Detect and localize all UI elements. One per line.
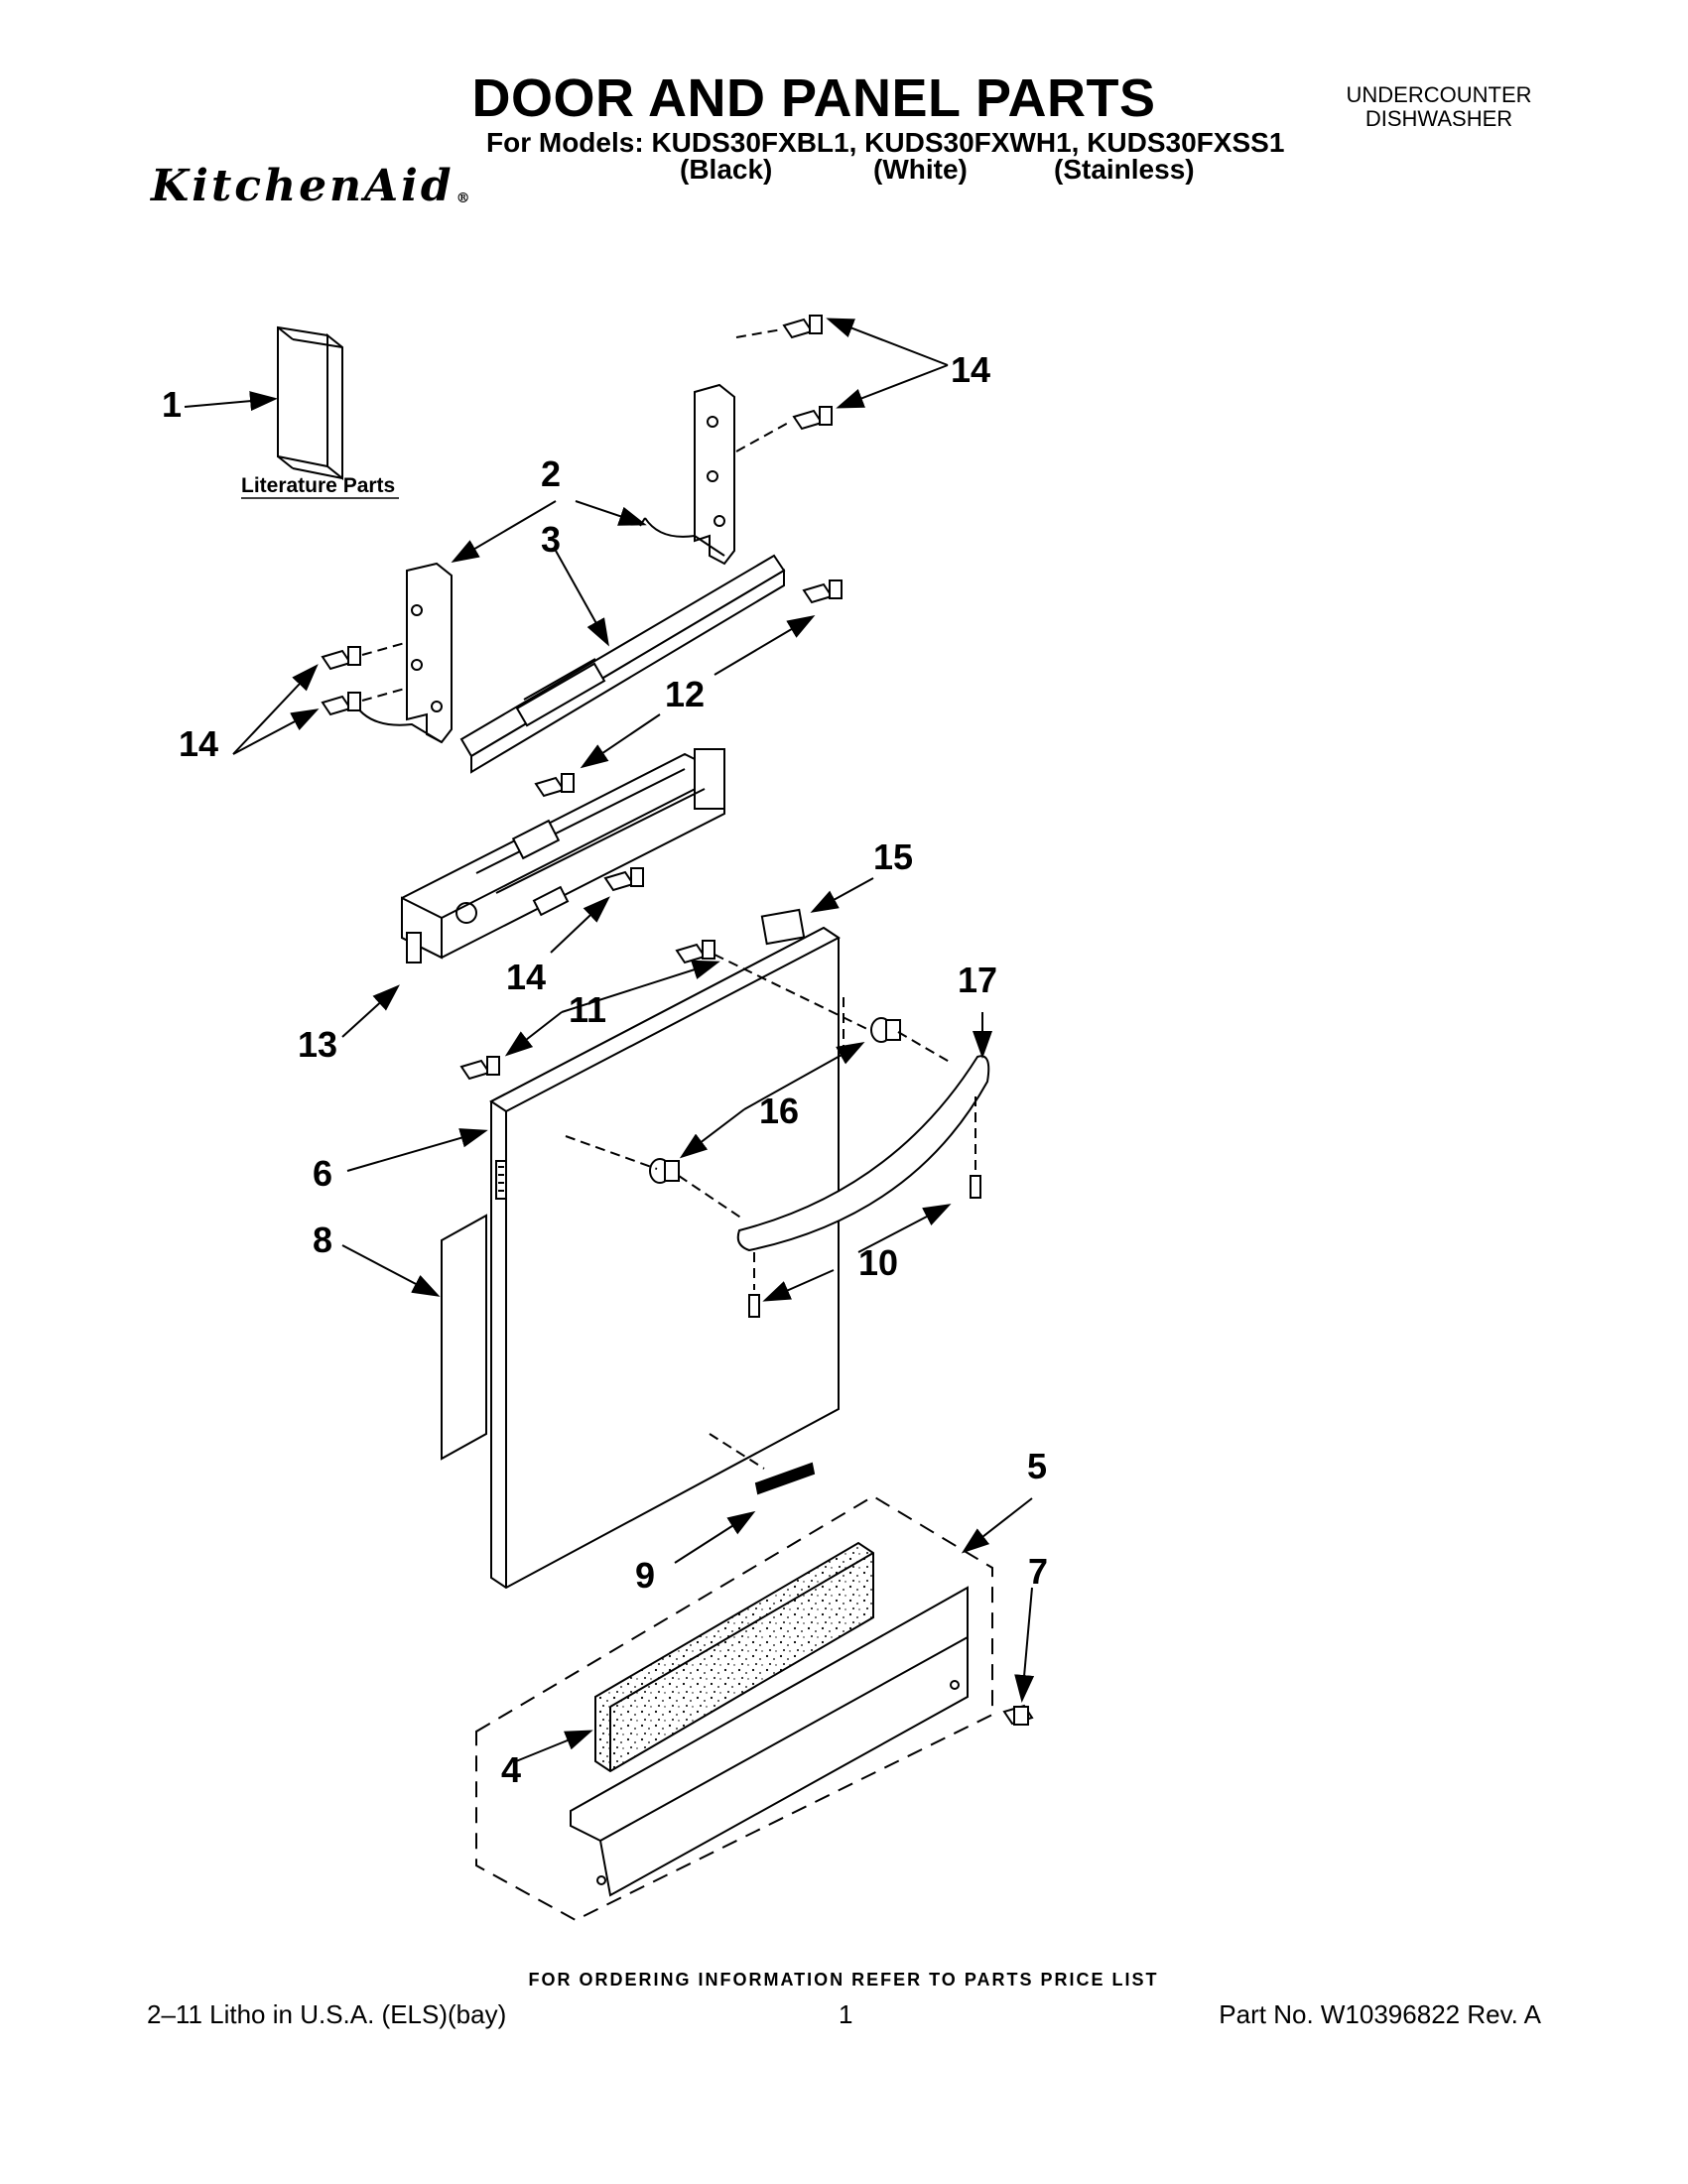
callout-6: 6 [313, 1153, 332, 1194]
variant-stainless: (Stainless) [1054, 154, 1195, 185]
callout-4: 4 [501, 1749, 521, 1790]
screw-11-top [675, 940, 715, 964]
toe-kick-panel [570, 1586, 969, 1897]
ordering-note: FOR ORDERING INFORMATION REFER TO PARTS … [528, 1970, 1159, 1990]
screw-left-2 [321, 692, 361, 716]
callout-12: 12 [665, 674, 705, 714]
toe-kick-screw [1002, 1704, 1034, 1726]
brand-name: KitchenAid [151, 161, 454, 211]
models-line: For Models: KUDS30FXBL1, KUDS30FXWH1, KU… [486, 127, 1285, 158]
handle-standoff-top [870, 1017, 901, 1043]
callout-5: 5 [1027, 1446, 1047, 1486]
screw-top-2 [792, 406, 833, 431]
leader-1 [184, 391, 278, 412]
callout-7: 7 [1028, 1551, 1048, 1592]
screw-11-left [459, 1056, 500, 1081]
screw-left-1 [321, 646, 361, 671]
literature-parts-label: Literature Parts [241, 474, 395, 497]
callout-14-top: 14 [951, 349, 990, 390]
part-number: Part No. W10396822 Rev. A [1219, 1999, 1541, 2029]
door-vent-slots [495, 1160, 507, 1200]
callout-8: 8 [313, 1220, 332, 1260]
control-assembly [401, 748, 725, 964]
callout-11: 11 [569, 989, 606, 1030]
callout-14-control: 14 [506, 957, 546, 997]
callout-17: 17 [958, 960, 997, 1000]
trim-panel [459, 554, 786, 774]
screw-12-bottom [534, 773, 575, 798]
page-title: DOOR AND PANEL PARTS [471, 68, 1156, 128]
registered-mark: ® [455, 191, 473, 206]
callout-1: 1 [162, 384, 182, 425]
variant-black: (Black) [680, 154, 773, 185]
door-handle [736, 1055, 990, 1252]
mounting-bracket-right [639, 383, 735, 566]
screw-control [603, 867, 644, 892]
door-liner-sheet [441, 1214, 487, 1461]
toe-kick-group-outline [475, 1494, 993, 1922]
callout-2: 2 [541, 453, 561, 494]
product-type-line-1: UNDERCOUNTER [1346, 82, 1532, 107]
brand-badge [754, 1462, 816, 1495]
screw-12-right [802, 579, 843, 604]
callout-3: 3 [541, 519, 561, 560]
callout-14-left: 14 [179, 723, 218, 764]
callout-15: 15 [873, 836, 913, 877]
literature-booklet [277, 325, 343, 481]
door-clip [760, 908, 806, 946]
mounting-bracket-left [351, 562, 453, 744]
litho-note: 2–11 Litho in U.S.A. (ELS)(bay) [147, 1999, 507, 2029]
set-screw-right [970, 1175, 981, 1199]
callout-9: 9 [635, 1555, 655, 1596]
variant-white: (White) [873, 154, 968, 185]
set-screw-left [748, 1294, 760, 1318]
callout-10: 10 [858, 1242, 898, 1283]
callout-13: 13 [298, 1024, 337, 1065]
brand-logo: KitchenAid® [151, 161, 473, 211]
callout-16: 16 [759, 1091, 799, 1131]
product-type: UNDERCOUNTER DISHWASHER [1290, 83, 1588, 131]
screw-top-1 [782, 315, 823, 339]
page-number: 1 [839, 1999, 853, 2029]
insulation-block [594, 1541, 874, 1773]
door-panel [489, 926, 841, 1590]
handle-standoff-bottom [649, 1158, 680, 1184]
product-type-line-2: DISHWASHER [1364, 106, 1513, 131]
